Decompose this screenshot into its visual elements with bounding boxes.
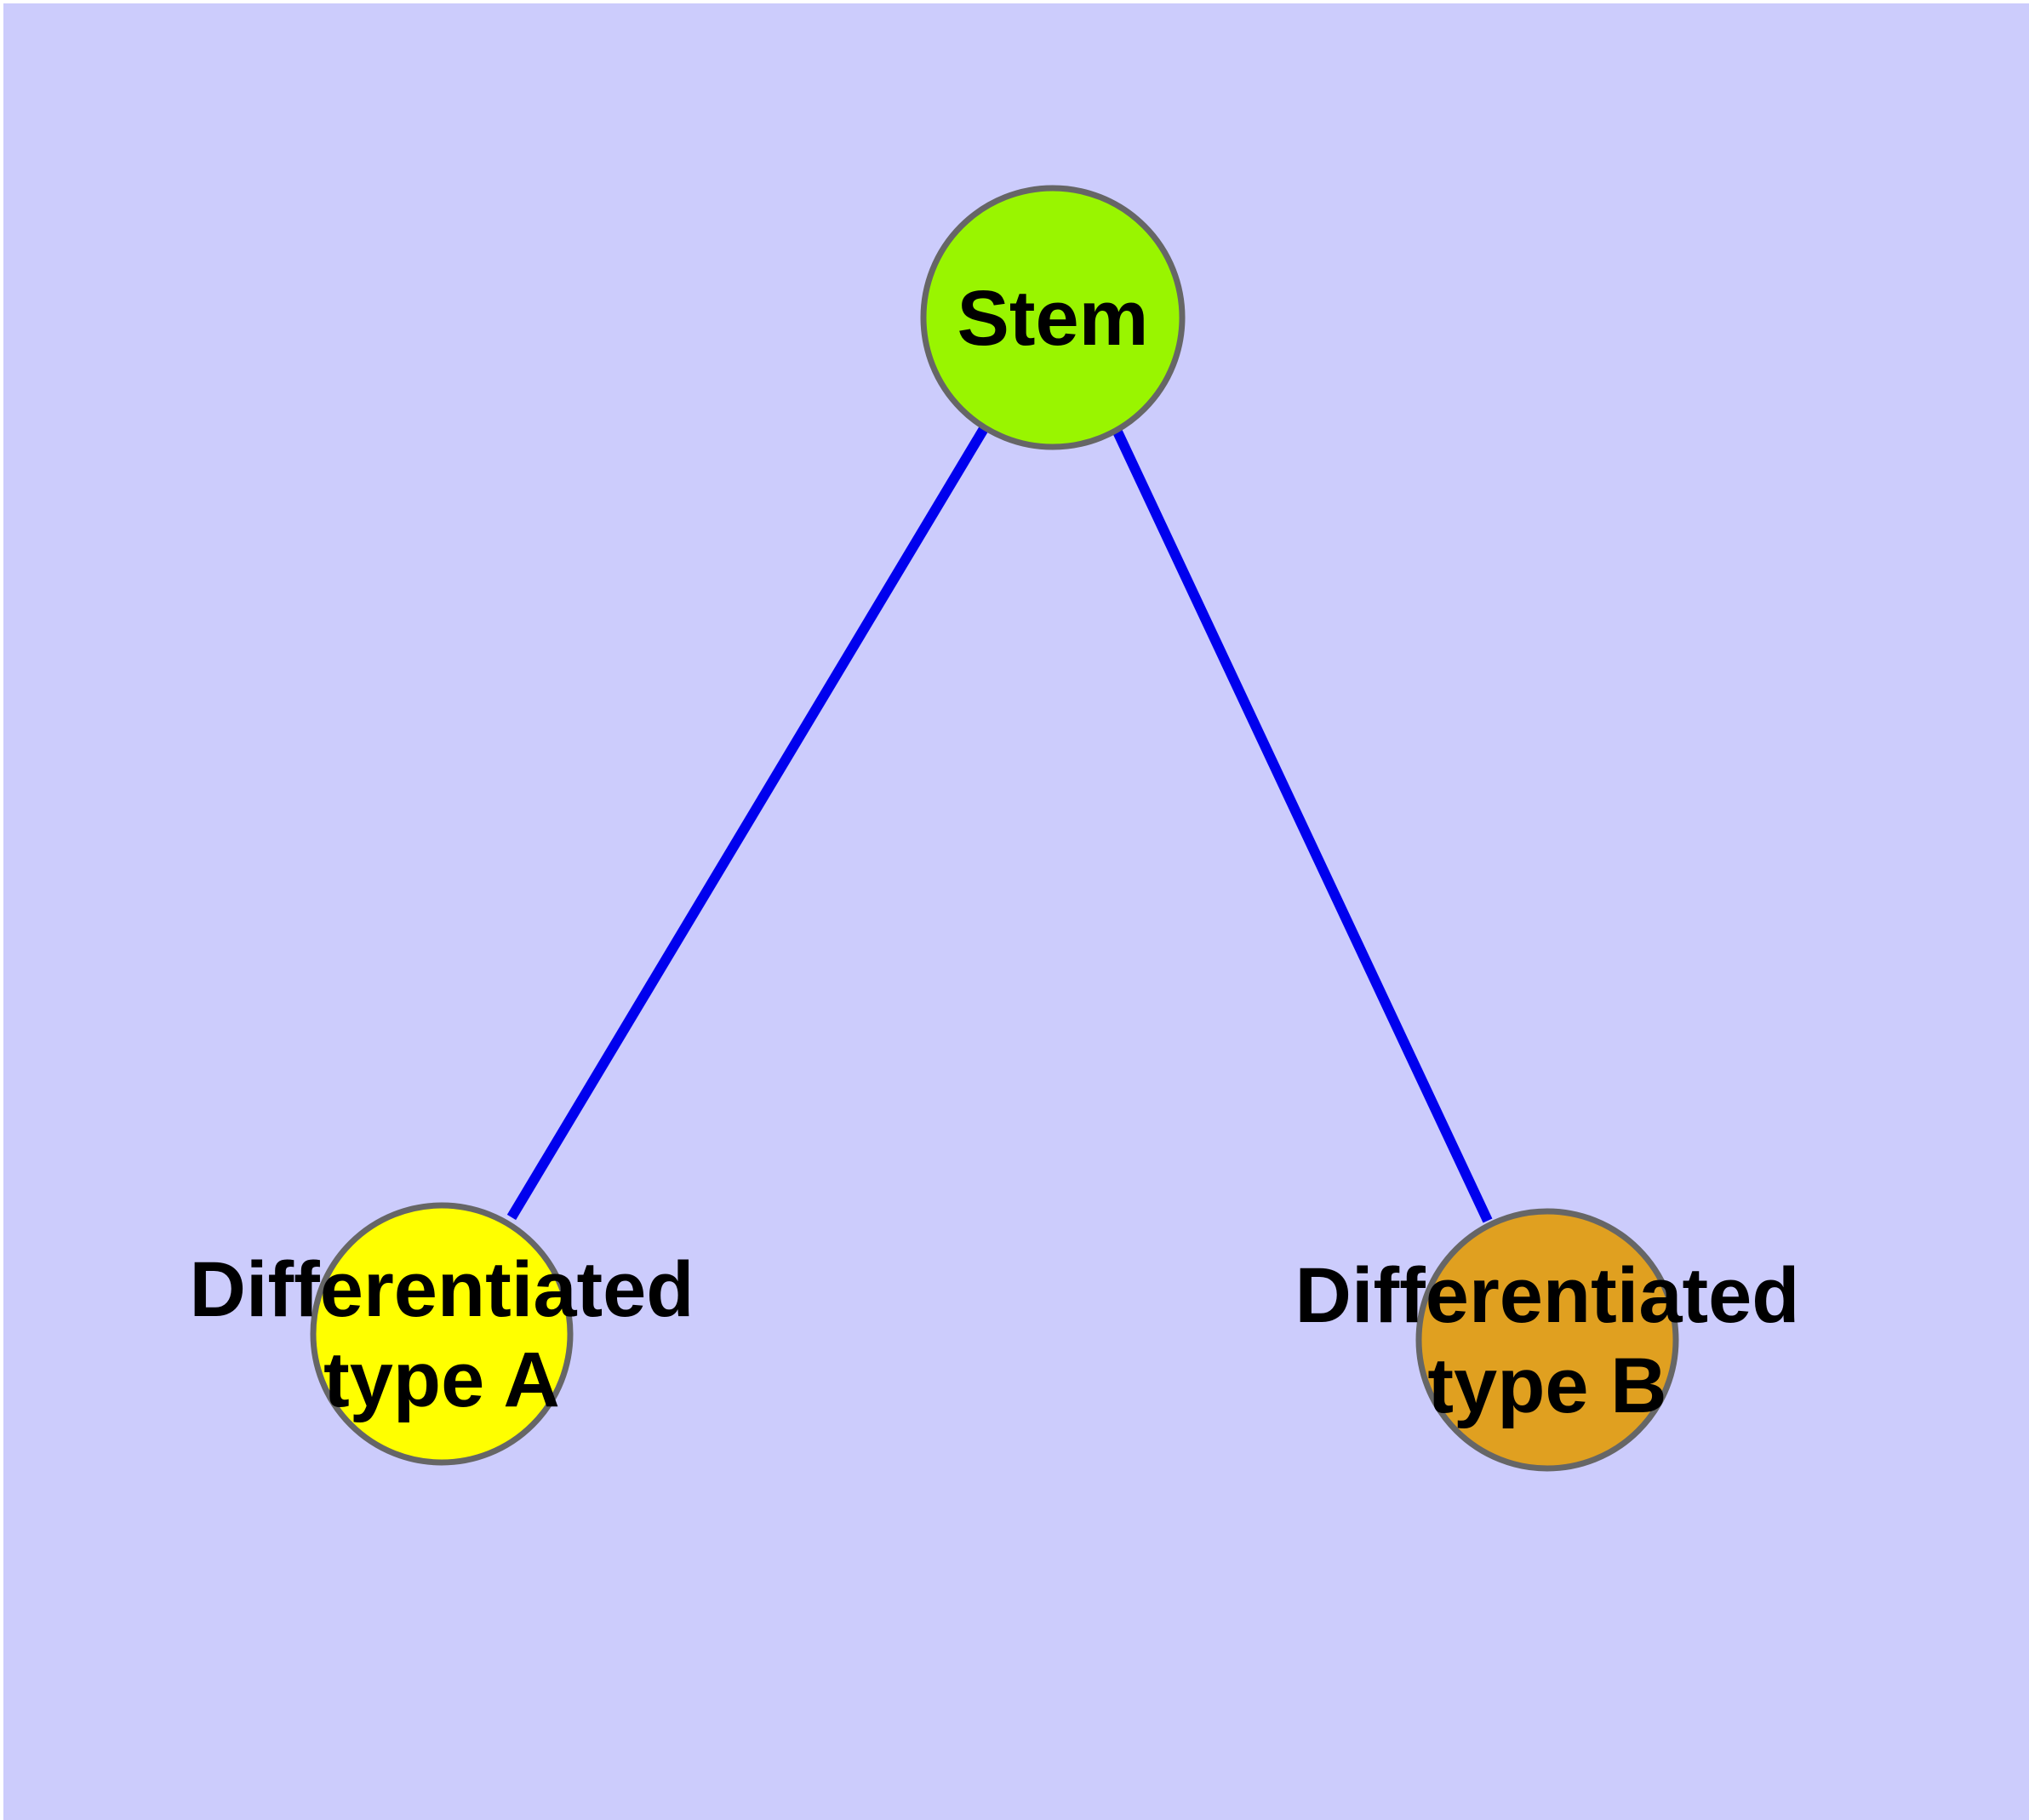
node-label-stem: Stem	[957, 275, 1149, 362]
graph-edge-stem-diff_a[interactable]	[506, 424, 990, 1221]
graph-edge-stem-diff_b[interactable]	[1112, 427, 1493, 1223]
graph-node-diff_b[interactable]	[1415, 1208, 1679, 1472]
node-label-line: type A	[323, 1336, 560, 1423]
edges-group	[506, 424, 1493, 1223]
node-label-line: Stem	[957, 275, 1149, 362]
node-label-line: Differentiated	[190, 1246, 694, 1333]
graph-node-diff_a[interactable]	[310, 1202, 574, 1466]
node-label-line: type B	[1427, 1342, 1666, 1429]
node-label-line: Differentiated	[1295, 1252, 1800, 1339]
graph-node-stem[interactable]	[920, 185, 1186, 450]
nodes-group	[310, 185, 1679, 1472]
